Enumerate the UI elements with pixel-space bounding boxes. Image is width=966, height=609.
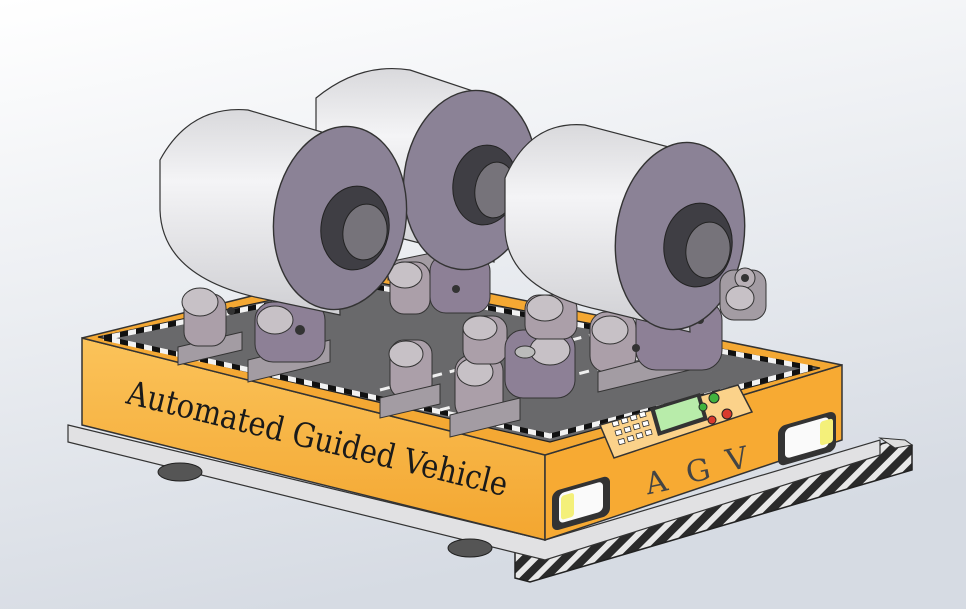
control-panel-keypad-icon [611,410,653,446]
end-bracket [719,267,767,321]
status-button-red-icon [721,408,733,420]
coil-rolls [159,67,767,333]
control-panel-screen-icon [650,393,708,436]
coil-roll-right [504,124,746,333]
coil-roll-left [159,108,408,316]
chassis-base [67,424,881,561]
headlight-left-icon [552,476,610,530]
control-panel [598,384,754,459]
status-button-green-icon [708,392,720,404]
headlight-right-icon [778,412,836,466]
